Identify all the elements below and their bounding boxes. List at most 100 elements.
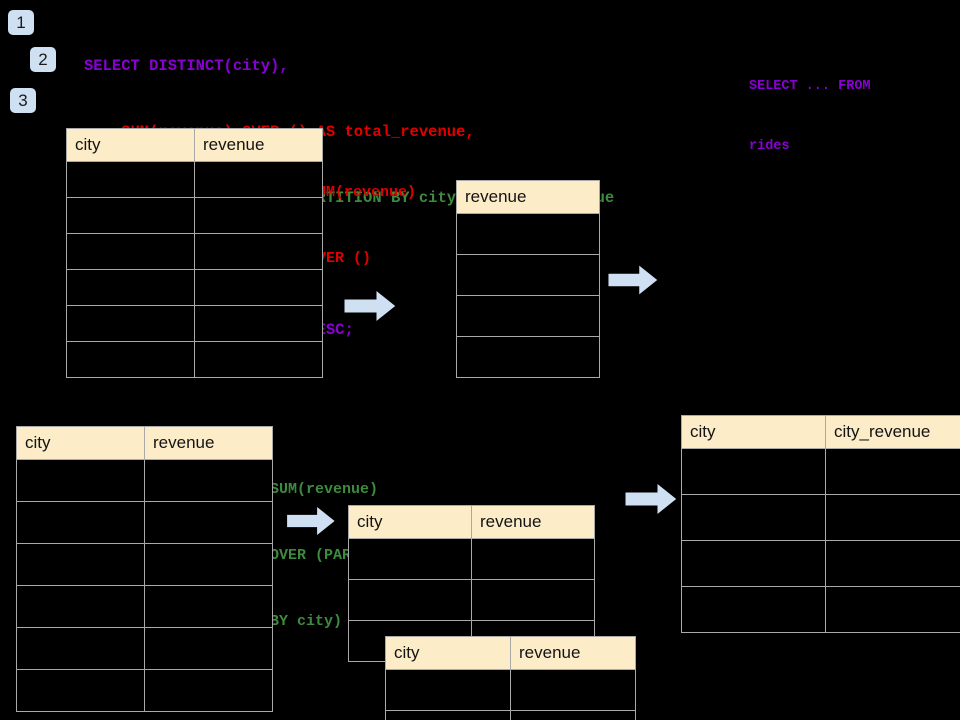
annotation-city-revenue-line-1: SUM(revenue) bbox=[270, 481, 379, 498]
table-row bbox=[681, 540, 960, 587]
table-total-revenue-col-revenue: revenue bbox=[456, 180, 600, 214]
table-cell bbox=[66, 161, 195, 198]
step-badge-1: 1 bbox=[8, 10, 34, 35]
step-badge-2: 2 bbox=[30, 47, 56, 72]
table-partition-back-col-city: city bbox=[348, 505, 472, 539]
table-row bbox=[681, 586, 960, 633]
table-cell bbox=[16, 459, 145, 502]
table-row bbox=[66, 341, 323, 378]
table-cell bbox=[471, 538, 595, 580]
side-note-line-2: rides bbox=[749, 139, 790, 154]
arrow-total-to-final bbox=[608, 264, 658, 296]
table-partition-front-header-row: city revenue bbox=[385, 636, 636, 670]
table-source-top-col-city: city bbox=[66, 128, 195, 162]
table-row bbox=[456, 213, 600, 255]
table-source-bottom-body bbox=[16, 459, 273, 712]
table-cell bbox=[456, 254, 600, 296]
table-cell bbox=[144, 585, 273, 628]
table-source-bottom: city revenue bbox=[16, 426, 273, 712]
table-source-bottom-col-city: city bbox=[16, 426, 145, 460]
arrow-partition-to-final bbox=[625, 483, 677, 515]
table-cell bbox=[194, 161, 323, 198]
table-cell bbox=[16, 501, 145, 544]
table-cell bbox=[456, 295, 600, 337]
table-cell bbox=[16, 627, 145, 670]
table-partition-front-col-city: city bbox=[385, 636, 511, 670]
table-row bbox=[66, 161, 323, 198]
table-cell bbox=[194, 269, 323, 306]
table-row bbox=[16, 627, 273, 670]
table-source-top-body bbox=[66, 161, 323, 378]
table-cell bbox=[471, 579, 595, 621]
step-badge-1-label: 1 bbox=[16, 13, 26, 32]
table-row bbox=[456, 295, 600, 337]
table-cell bbox=[144, 459, 273, 502]
table-cell bbox=[194, 233, 323, 270]
arrow-source-to-total bbox=[344, 290, 396, 322]
table-final-result-header-row: city city_revenue bbox=[681, 415, 960, 449]
table-cell bbox=[385, 669, 511, 711]
table-row bbox=[348, 538, 595, 580]
table-partition-back-col-revenue: revenue bbox=[471, 505, 595, 539]
table-cell bbox=[144, 543, 273, 586]
table-final-result-col-city: city bbox=[681, 415, 826, 449]
table-partition-front-col-revenue: revenue bbox=[510, 636, 636, 670]
table-cell bbox=[385, 710, 511, 720]
table-source-top-header-row: city revenue bbox=[66, 128, 323, 162]
table-partition-front: city revenue bbox=[385, 636, 636, 720]
table-source-bottom-col-revenue: revenue bbox=[144, 426, 273, 460]
side-note-select-from-rides: SELECT ... FROM rides bbox=[749, 37, 871, 197]
table-row bbox=[16, 669, 273, 712]
table-cell bbox=[66, 305, 195, 342]
table-cell bbox=[681, 494, 826, 541]
table-row bbox=[456, 254, 600, 296]
table-cell bbox=[66, 233, 195, 270]
table-source-bottom-header-row: city revenue bbox=[16, 426, 273, 460]
table-cell bbox=[144, 501, 273, 544]
table-cell bbox=[510, 669, 636, 711]
table-cell bbox=[194, 305, 323, 342]
annotation-total-revenue-line-1: SUM(revenue) bbox=[308, 184, 417, 201]
table-cell bbox=[194, 341, 323, 378]
table-total-revenue-header-row: revenue bbox=[456, 180, 600, 214]
table-row bbox=[16, 543, 273, 586]
table-row bbox=[66, 269, 323, 306]
annotation-city-revenue-line-3: BY city) bbox=[270, 613, 343, 630]
table-final-result-col-city-revenue: city_revenue bbox=[825, 415, 960, 449]
table-partition-back-header-row: city revenue bbox=[348, 505, 595, 539]
table-cell bbox=[348, 538, 472, 580]
table-cell bbox=[681, 586, 826, 633]
annotation-total-revenue: SUM(revenue) OVER () bbox=[308, 138, 416, 314]
table-row bbox=[66, 233, 323, 270]
table-cell bbox=[16, 669, 145, 712]
table-cell bbox=[16, 585, 145, 628]
table-cell bbox=[66, 269, 195, 306]
step-badge-3: 3 bbox=[10, 88, 36, 113]
table-row bbox=[16, 501, 273, 544]
table-source-top: city revenue bbox=[66, 128, 323, 378]
table-cell bbox=[681, 540, 826, 587]
sql-line-1: SELECT DISTINCT(city), bbox=[84, 57, 289, 75]
table-row bbox=[348, 579, 595, 621]
table-cell bbox=[681, 448, 826, 495]
side-note-line-1: SELECT ... FROM bbox=[749, 79, 871, 94]
table-total-revenue-body bbox=[456, 213, 600, 378]
table-cell bbox=[194, 197, 323, 234]
table-cell bbox=[825, 586, 960, 633]
table-partition-front-body bbox=[385, 669, 636, 720]
table-row bbox=[16, 459, 273, 502]
step-badge-2-label: 2 bbox=[38, 50, 48, 69]
table-cell bbox=[16, 543, 145, 586]
table-cell bbox=[825, 540, 960, 587]
table-cell bbox=[66, 341, 195, 378]
annotation-total-revenue-line-2: OVER () bbox=[308, 250, 372, 267]
step-badge-3-label: 3 bbox=[18, 91, 28, 110]
table-final-result: city city_revenue bbox=[681, 415, 960, 633]
table-final-result-body bbox=[681, 448, 960, 633]
table-row bbox=[681, 448, 960, 495]
table-cell bbox=[456, 336, 600, 378]
table-cell bbox=[510, 710, 636, 720]
table-cell bbox=[144, 669, 273, 712]
table-cell bbox=[825, 448, 960, 495]
